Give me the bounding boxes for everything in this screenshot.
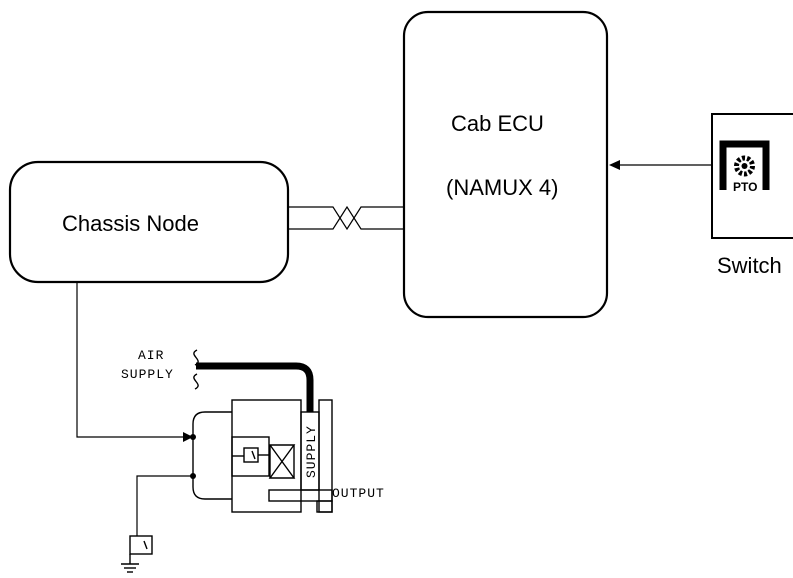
- cab-ecu: Cab ECU (NAMUX 4): [402, 10, 609, 319]
- supply-port-label: SUPPLY: [304, 425, 319, 478]
- output-port-label: OUTPUT: [332, 486, 385, 501]
- ground-symbol-icon: [121, 535, 153, 573]
- air-supply-hose: [193, 349, 314, 412]
- chassis-node-label: Chassis Node: [62, 211, 199, 236]
- pto-icon-text: PTO: [733, 180, 757, 194]
- solenoid-control-wire: [76, 282, 193, 442]
- air-supply-label-1: AIR: [138, 348, 164, 363]
- cab-ecu-title: Cab ECU: [451, 111, 544, 136]
- air-supply-label-2: SUPPLY: [121, 367, 174, 382]
- chassis-node: Chassis Node: [8, 160, 290, 284]
- solenoid-valve: SUPPLY OUTPUT: [190, 399, 385, 513]
- ground-wire: [136, 473, 196, 536]
- switch-signal-arrow: [609, 160, 712, 170]
- cab-ecu-subtitle: (NAMUX 4): [446, 175, 558, 200]
- switch-label: Switch: [717, 253, 782, 278]
- twisted-pair-wire: [288, 205, 404, 231]
- pto-switch: PTO Switch: [711, 113, 793, 278]
- pto-gear-icon: PTO: [719, 140, 770, 194]
